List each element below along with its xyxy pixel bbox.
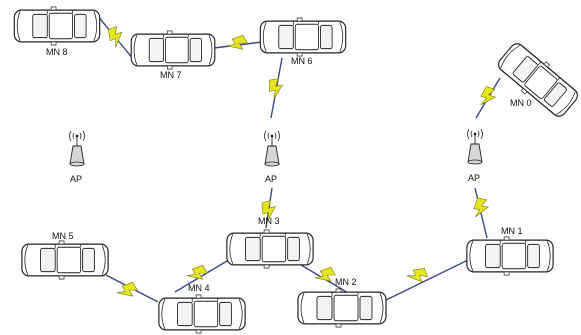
lightning-icon bbox=[115, 280, 140, 303]
car-icon bbox=[158, 294, 246, 334]
node-label: MN 4 bbox=[188, 283, 210, 293]
car-icon bbox=[297, 288, 387, 328]
node-mn7: MN 7 bbox=[130, 30, 216, 80]
lightning-icon bbox=[405, 266, 429, 287]
antenna-icon bbox=[264, 130, 280, 167]
node-mn4: MN 4 bbox=[158, 283, 246, 334]
node-label: MN 6 bbox=[291, 56, 313, 66]
node-mn3: MN 3 bbox=[226, 216, 314, 269]
car-icon bbox=[130, 30, 216, 70]
car-icon bbox=[493, 37, 581, 123]
node-mn0: MN 0 bbox=[493, 37, 581, 123]
antenna-icon bbox=[467, 128, 483, 165]
lightning-icon bbox=[267, 77, 285, 100]
node-label: MN 3 bbox=[258, 216, 280, 226]
ap-label: AP bbox=[70, 174, 82, 184]
node-label: MN 5 bbox=[52, 231, 74, 241]
car-icon bbox=[226, 229, 314, 269]
car-icon bbox=[21, 240, 109, 280]
node-label: MN 2 bbox=[335, 277, 357, 287]
node-label: MN 0 bbox=[510, 98, 532, 108]
access-point-right: AP bbox=[467, 128, 483, 183]
lightning-icon bbox=[472, 197, 490, 220]
lightning-icon bbox=[477, 85, 499, 109]
ap-label: AP bbox=[468, 173, 480, 183]
ap-label: AP bbox=[265, 174, 277, 184]
car-icon bbox=[466, 236, 554, 276]
node-mn5: MN 5 bbox=[21, 231, 109, 280]
node-label: MN 8 bbox=[46, 47, 68, 57]
node-mn8: MN 8 bbox=[13, 6, 101, 57]
lightning-icon bbox=[106, 25, 127, 49]
access-point-center: AP bbox=[264, 130, 280, 184]
node-label: MN 1 bbox=[501, 226, 523, 236]
antenna-icon bbox=[69, 130, 85, 167]
car-icon bbox=[13, 6, 101, 46]
link-mn3-mn4 bbox=[174, 257, 233, 293]
access-point-left: AP bbox=[69, 130, 85, 184]
node-mn6: MN 6 bbox=[259, 17, 347, 66]
node-mn2: MN 2 bbox=[297, 277, 387, 328]
node-mn1: MN 1 bbox=[466, 226, 554, 276]
node-label: MN 7 bbox=[160, 70, 182, 80]
car-icon bbox=[259, 17, 347, 57]
link-mn2-mn1 bbox=[381, 259, 469, 303]
